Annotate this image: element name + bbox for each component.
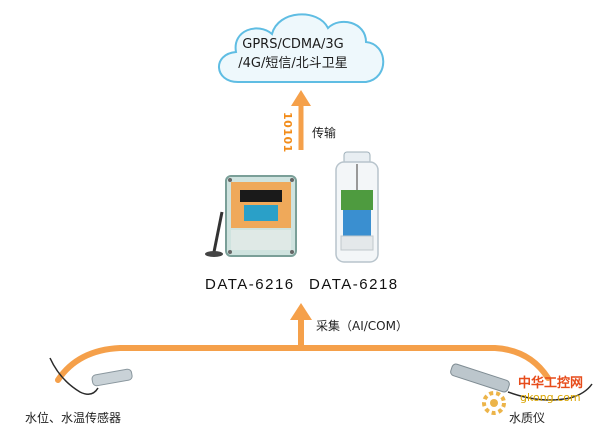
data-6218-device <box>335 151 379 263</box>
data-6216-device <box>205 175 297 257</box>
water-level-sensor <box>49 357 133 395</box>
collect-label: 采集（AI/COM） <box>316 319 408 333</box>
water-quality-sensor <box>450 363 593 401</box>
collect-arc <box>55 303 551 383</box>
device-model-6216: DATA-6216 <box>205 276 295 293</box>
device-model-6218: DATA-6218 <box>309 276 399 293</box>
uplink-bits: 10101 <box>281 112 294 153</box>
cloud-label-line2: /4G/短信/北斗卫星 <box>238 56 348 71</box>
uplink-label: 传输 <box>312 126 337 140</box>
watermark-site: gkong.com <box>520 391 581 404</box>
cloud-label-line1: GPRS/CDMA/3G <box>242 37 344 52</box>
watermark-brand: 中华工控网 <box>518 376 584 391</box>
sensor-label-level-temp: 水位、水温传感器 <box>25 411 122 425</box>
cloud-shape <box>218 13 385 83</box>
sensor-label-quality: 水质仪 <box>509 411 546 425</box>
watermark-gear-icon <box>482 391 506 415</box>
uplink-arrow <box>291 90 311 150</box>
